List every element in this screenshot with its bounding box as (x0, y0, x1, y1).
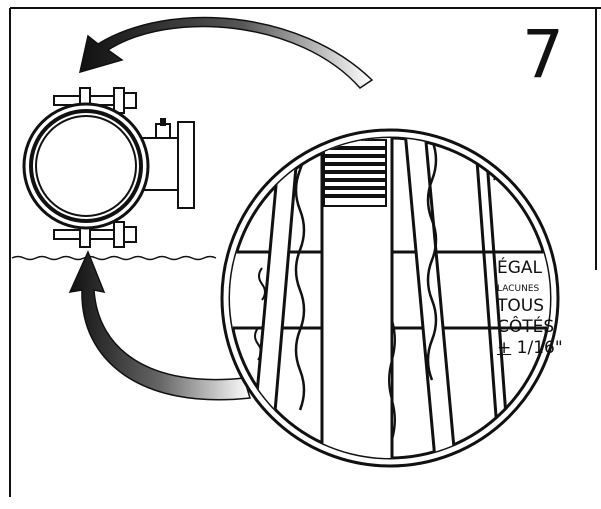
callout-line-3: TOUS (497, 296, 544, 316)
plus-minus-symbol: + (497, 338, 512, 358)
callout-line-4: CÔTÉS (497, 317, 555, 337)
tolerance-value: 1/16" (516, 338, 563, 358)
gap-callout: ÉGAL LACUNES TOUS CÔTÉS + 1/16" (497, 258, 592, 359)
callout-tolerance: + 1/16" (497, 338, 592, 359)
ground-line (11, 255, 217, 261)
callout-line-2: LACUNES (497, 284, 540, 294)
panel-frame (9, 7, 601, 497)
arrow-bottom (68, 250, 251, 401)
magnifier-lens (220, 128, 560, 468)
magnified-gasket-detail (230, 138, 550, 458)
arrow-top (78, 16, 374, 89)
pipe-coupling (22, 87, 195, 248)
step-number: 7 (522, 16, 564, 93)
callout-line-1: ÉGAL (497, 258, 543, 278)
